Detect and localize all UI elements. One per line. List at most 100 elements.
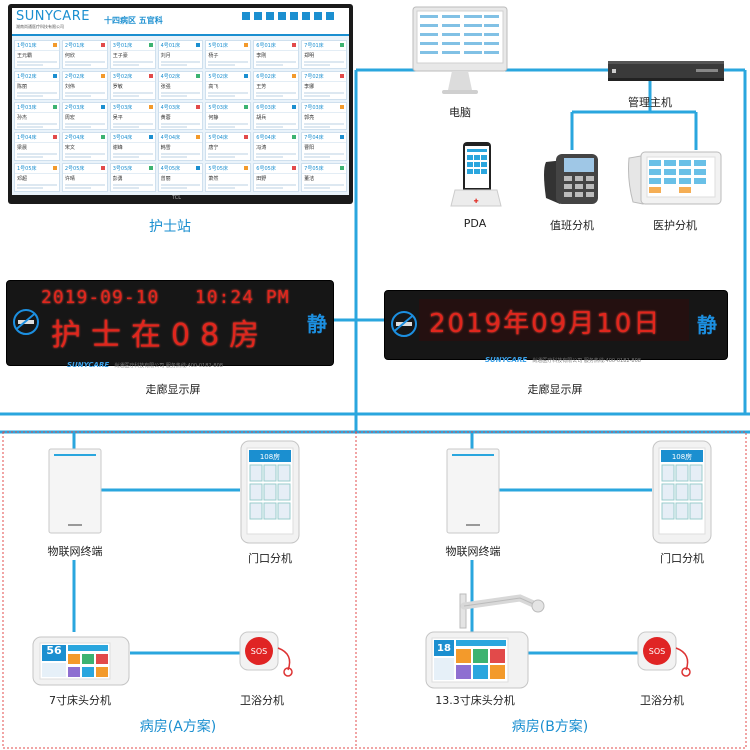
sos-button-icon: SOS [239, 631, 293, 677]
board-cell-name: 许晴 [64, 176, 75, 183]
board-cell: 7号05床董洁 [301, 163, 347, 192]
board-cell-name: 曾丽 [160, 176, 171, 183]
sos-text: SOS [251, 647, 267, 656]
board-cell: 5号03床何静 [205, 101, 252, 131]
board-cell-name: 胡兵 [256, 114, 267, 121]
board-cell-bed: 7号02床 [302, 72, 346, 82]
board-cell-flag [100, 135, 105, 140]
duty-phone-icon [544, 154, 598, 204]
board-cell-flag [148, 104, 153, 109]
board-cell-name: 彭勇 [112, 176, 123, 183]
corridor-brand-name: SUNYCARE [485, 356, 528, 364]
led-line-1: 2019-09-10 10:24 PM [41, 287, 290, 308]
board-cell-name: 宋文 [64, 145, 75, 152]
board-cell-flag [196, 166, 201, 171]
board-cell-flag [292, 73, 297, 78]
board-cell: 1号04床梁晨 [14, 132, 60, 162]
board-cell-flag [340, 135, 344, 140]
no-smoking-icon [13, 309, 39, 335]
nurse-terminal-icon [628, 151, 722, 205]
host-label: 管理主机 [628, 96, 672, 109]
board-cell-flag [292, 43, 297, 47]
iot-terminal-icon [48, 448, 102, 534]
sos-text: SOS [649, 647, 665, 656]
ward-b-iot-label: 物联网终端 [445, 545, 501, 558]
board-cell-name: 谢峰 [112, 145, 123, 152]
board-title: 十四病区 五官科 [104, 16, 163, 25]
board-cell-flag [100, 104, 105, 109]
board-cell: 5号01床杨子 [205, 40, 252, 69]
board-cell-bed: 4号05床 [158, 164, 203, 175]
board-cell-bed: 6号01床 [254, 41, 299, 51]
board-cell-bed: 2号04床 [62, 133, 107, 144]
board-cell: 6号05床田野 [253, 163, 300, 192]
board-cell-bed: 3号05床 [110, 164, 155, 175]
ward-a-iot-label: 物联网终端 [47, 545, 103, 558]
board-cell-flag [292, 135, 297, 140]
board-cell-flag [52, 73, 57, 78]
led-line-2: 护士在08房 [51, 318, 270, 353]
board-cell-flag [100, 73, 105, 78]
ward-a-door-label: 门口分机 [248, 552, 292, 565]
board-cell-bed: 7号03床 [302, 103, 346, 113]
board-cell-name: 田野 [256, 176, 267, 183]
board-cell-name: 吴平 [112, 114, 123, 121]
board-cell-bed: 7号05床 [302, 164, 346, 175]
board-cell: 7号03床郭亮 [301, 101, 347, 131]
nurse-terminal-label: 医护分机 [653, 219, 697, 232]
board-cell-name: 萧然 [208, 176, 219, 183]
board-cell-name: 何欣 [64, 53, 75, 59]
board-cell-bed: 3号04床 [110, 133, 155, 144]
board-cell-flag [52, 104, 57, 109]
board-cell-bed: 3号02床 [110, 72, 155, 82]
board-cell-bed: 5号03床 [206, 103, 251, 113]
pc-icon [412, 6, 508, 94]
board-cell-flag [148, 166, 153, 171]
board-cell-flag [148, 43, 153, 47]
board-cell-name: 郭亮 [304, 114, 315, 121]
board-cell-flag [196, 43, 201, 47]
board-cell-name: 何静 [208, 114, 219, 121]
board-cell-flag [148, 73, 153, 78]
board-cell-name: 杨子 [208, 53, 219, 59]
svg-text:✚: ✚ [473, 198, 478, 205]
door-unit-room: 108房 [259, 453, 281, 461]
board-cell-name: 唐宁 [208, 145, 219, 152]
board-cell-bed: 3号01床 [110, 41, 155, 51]
board-cell: 3号05床彭勇 [109, 163, 156, 192]
board-cell-name: 李娜 [304, 83, 315, 90]
board-cell-flag [100, 43, 105, 47]
board-cell-name: 董洁 [304, 176, 315, 183]
board-cell-flag [100, 166, 105, 171]
board-cell-bed: 4号02床 [158, 72, 203, 82]
board-cell-bed: 6号02床 [254, 72, 299, 82]
ward-b-bedside-label: 13.3寸床头分机 [435, 694, 515, 707]
board-cell: 6号02床王芳 [253, 70, 300, 100]
board-cell-flag [244, 166, 249, 171]
board-cell-bed: 1号01床 [15, 41, 59, 51]
board-cell-bed: 7号04床 [302, 133, 346, 144]
corridor-brand: SUNYCARE 尚通医疗科技有限公司 服务热线:400-0182-808 [67, 352, 223, 371]
board-cell: 3号04床谢峰 [109, 132, 156, 162]
corridor-right-label: 走廊显示屏 [527, 383, 583, 396]
board-cell-bed: 4号03床 [158, 103, 203, 113]
board-cell-name: 张强 [160, 83, 171, 90]
host-icon [608, 61, 724, 81]
board-cell: 2号02床刘伟 [61, 70, 108, 100]
corridor-display-right: 2019年09月10日 静 SUNYCARE 尚通医疗科技有限公司 服务热线:4… [384, 290, 728, 364]
board-cell-bed: 1号04床 [15, 133, 59, 144]
ward-a-bath-label: 卫浴分机 [240, 694, 284, 707]
board-cell-bed: 2号01床 [62, 41, 107, 51]
board-cell-name: 韩雪 [160, 145, 171, 152]
board-cell: 2号05床许晴 [61, 163, 108, 192]
board-cell: 4号05床曾丽 [157, 163, 204, 192]
board-cell: 1号03床孙杰 [14, 101, 60, 131]
quiet-sign: 静 [697, 313, 717, 337]
board-cell: 6号01床李刚 [253, 40, 300, 69]
board-cell-flag [340, 73, 344, 78]
board-cell-name: 李刚 [256, 53, 267, 59]
corridor-brand: SUNYCARE 尚通医疗科技有限公司 服务热线:400-0182-808 [485, 347, 641, 366]
board-brand-sub: 湖南尚通医疗科技有限公司 [16, 24, 64, 29]
